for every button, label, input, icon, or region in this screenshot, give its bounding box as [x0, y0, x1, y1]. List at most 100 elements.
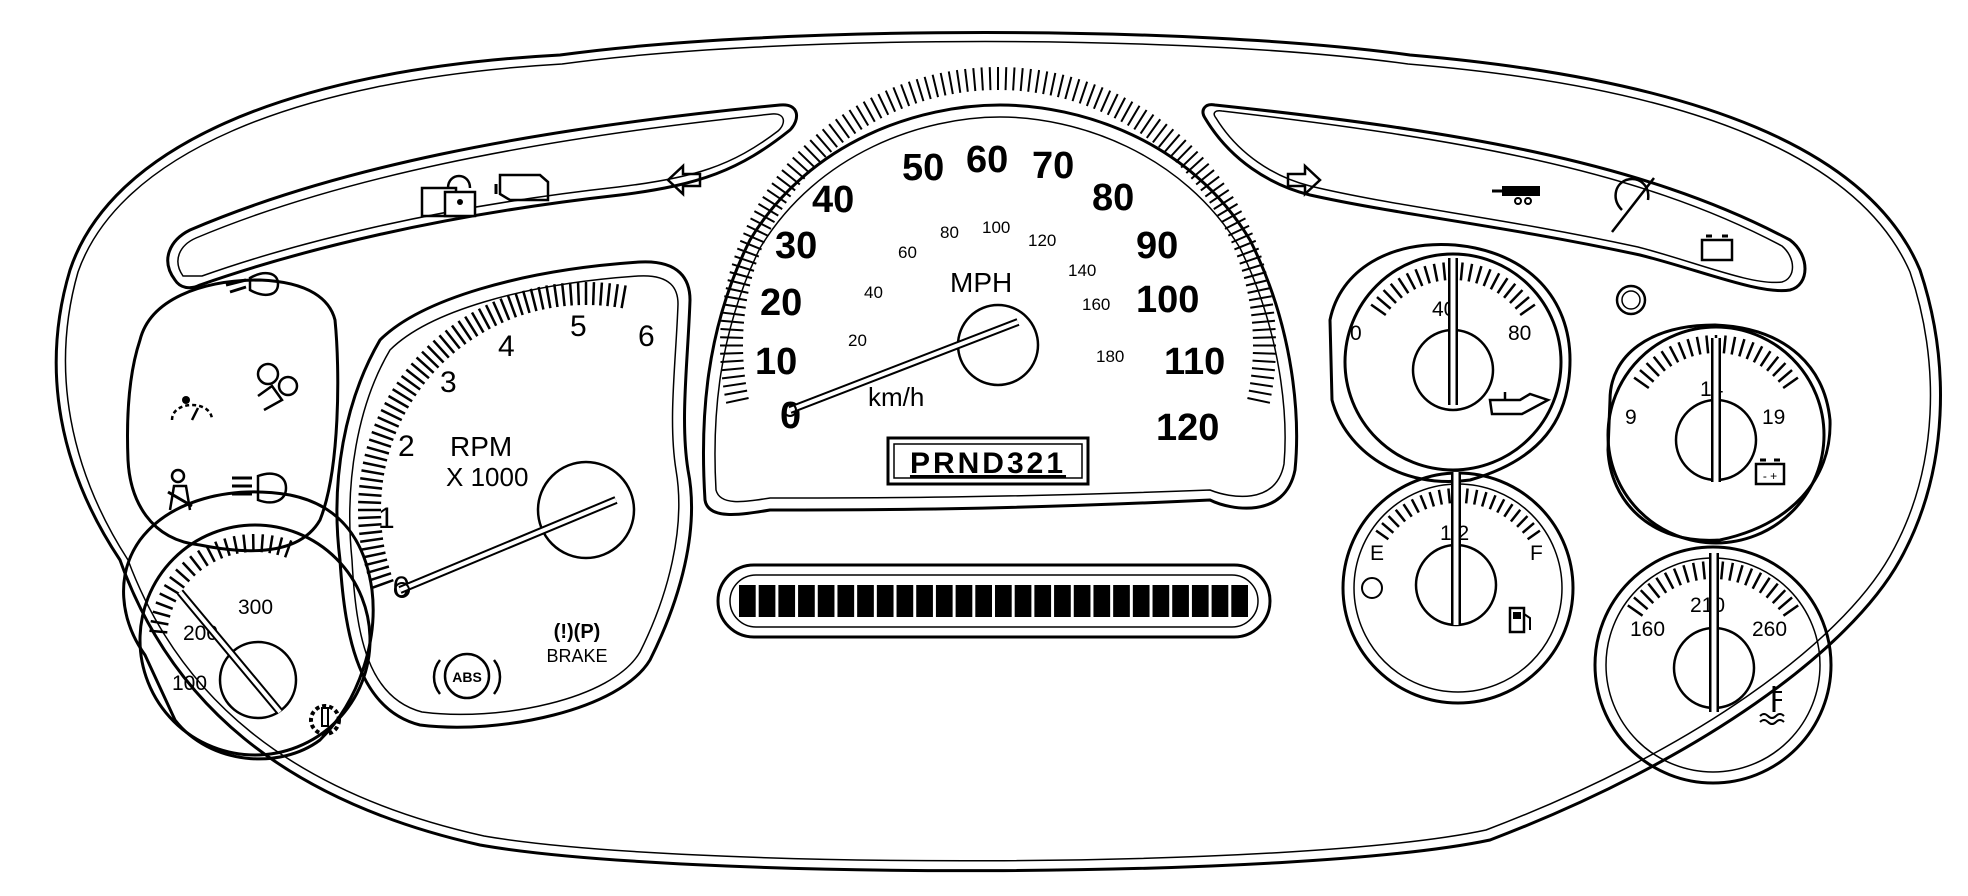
- fuel-tick: [1428, 491, 1436, 507]
- brake-label: BRAKE: [546, 646, 607, 666]
- cluster-housing-inner: [64, 40, 1932, 862]
- speedometer-tick: [1231, 232, 1253, 244]
- tachometer-tick: [366, 565, 390, 575]
- odometer-segment: [1152, 585, 1170, 617]
- speedometer-tick: [743, 232, 765, 244]
- voltmeter-tick: [1759, 350, 1772, 367]
- trans-temp-tick: [268, 535, 274, 554]
- trans-temp-tick: [163, 583, 181, 596]
- speedometer-tick: [892, 87, 903, 110]
- mph-label-20: 20: [760, 282, 802, 324]
- speedometer-tick: [809, 139, 827, 158]
- gauge-ticks: [149, 67, 1799, 634]
- fuel-tick: [1472, 489, 1479, 505]
- oil-pressure-tick: [1432, 263, 1439, 282]
- abs-left-arc: [432, 659, 442, 695]
- speedometer-tick: [725, 287, 749, 294]
- turn-right-icon: [1286, 163, 1322, 197]
- left-telltale-panel-inner: [177, 113, 785, 277]
- trans-temp-tick: [159, 592, 177, 603]
- tachometer-tick: [560, 283, 566, 307]
- speedometer-tick: [900, 84, 911, 107]
- oil-label-0: 0: [1350, 322, 1362, 345]
- speedometer-tick: [1085, 84, 1096, 107]
- mph-label-60: 60: [966, 139, 1008, 181]
- trans-temp-tick: [152, 610, 171, 618]
- tachometer-tick: [591, 282, 596, 306]
- oil-pressure-tick: [1442, 262, 1447, 281]
- odometer-bezel-inner: [729, 574, 1259, 628]
- tachometer-tick: [362, 551, 386, 559]
- speedometer-tick: [1027, 68, 1032, 92]
- tachometer-tick: [450, 324, 467, 345]
- tachometer-tick: [529, 288, 538, 312]
- speedometer-tick: [721, 374, 745, 380]
- speedometer-tick: [848, 109, 863, 130]
- abs-label: ABS: [452, 669, 482, 685]
- tachometer-tick: [484, 304, 498, 327]
- odometer-segment: [758, 585, 776, 617]
- speedometer-tick: [1004, 67, 1008, 91]
- odometer-segment: [1211, 585, 1229, 617]
- speedometer-tick: [1042, 71, 1049, 95]
- tachometer-tick: [599, 282, 604, 306]
- speedometer-tick: [1209, 189, 1230, 204]
- coolant-temp-tick: [1751, 572, 1763, 590]
- speedometer-tick: [792, 156, 811, 174]
- speedometer-tick: [1252, 352, 1276, 355]
- speedometer-tick: [1224, 217, 1246, 230]
- tachometer-tick: [606, 283, 612, 307]
- tachometer-tick: [358, 492, 382, 497]
- tachometer-tick: [426, 345, 445, 364]
- fuel-tick: [1375, 529, 1390, 541]
- fuel-tick: [1410, 498, 1420, 514]
- speedometer-tick: [1190, 162, 1210, 180]
- trans-temp-tick: [214, 541, 224, 559]
- voltmeter-tick: [1668, 345, 1680, 363]
- speedometer-tick: [1012, 67, 1016, 91]
- abs-right-arc: [492, 659, 502, 695]
- odometer-display: [739, 585, 1248, 617]
- speedometer-tick: [955, 69, 962, 93]
- coolant-label-260: 260: [1752, 618, 1787, 641]
- fuel-tick: [1419, 494, 1428, 510]
- trans-temp-housing: [122, 490, 375, 761]
- speedometer-tick: [727, 279, 751, 287]
- speedometer-kmh-labels: 20 40 60 80 100 120 140 160 180: [848, 218, 1124, 366]
- coolant-temp-tick: [1719, 561, 1725, 580]
- speedometer-tick: [1249, 382, 1274, 388]
- speedometer-tick: [753, 210, 776, 224]
- volt-label-19: 19: [1762, 406, 1785, 429]
- tachometer-tick: [387, 394, 410, 409]
- speedometer-tick: [964, 68, 969, 92]
- door-lock-icon: [420, 174, 477, 218]
- fuel-tick: [1381, 522, 1395, 534]
- tachometer-tick: [364, 453, 388, 462]
- high-beam-icon: [225, 271, 280, 297]
- speedometer-tick: [1251, 374, 1275, 380]
- speedometer-tick: [1217, 203, 1239, 217]
- tachometer-tick: [360, 537, 384, 543]
- speedometer-tick: [815, 133, 833, 153]
- tachometer-tick: [464, 315, 479, 337]
- speedometer-tick: [1250, 303, 1274, 309]
- mph-label-30: 30: [775, 225, 817, 267]
- kmh-label-60: 60: [898, 243, 917, 262]
- speedometer-tick: [821, 128, 838, 148]
- brake-indicator: (!)(P) BRAKE: [546, 621, 607, 666]
- mph-label-100: 100: [1136, 279, 1199, 321]
- tachometer-needle-tip: [394, 582, 410, 598]
- speedometer-tick: [746, 224, 769, 237]
- tachometer-tick: [368, 438, 392, 448]
- fuel-tick: [1447, 488, 1452, 504]
- kmh-label-120: 120: [1028, 231, 1056, 250]
- speedometer-tick: [1245, 279, 1269, 287]
- coolant-temp-tick: [1777, 596, 1793, 611]
- rpm-label-4: 4: [498, 330, 515, 363]
- speedometer-tick: [828, 123, 844, 144]
- tachometer-tick: [514, 292, 524, 316]
- tachometer-tick: [620, 285, 627, 309]
- seatbelt-icon: [167, 468, 193, 511]
- speedometer-tick: [1243, 271, 1267, 280]
- mph-label-80: 80: [1092, 177, 1134, 219]
